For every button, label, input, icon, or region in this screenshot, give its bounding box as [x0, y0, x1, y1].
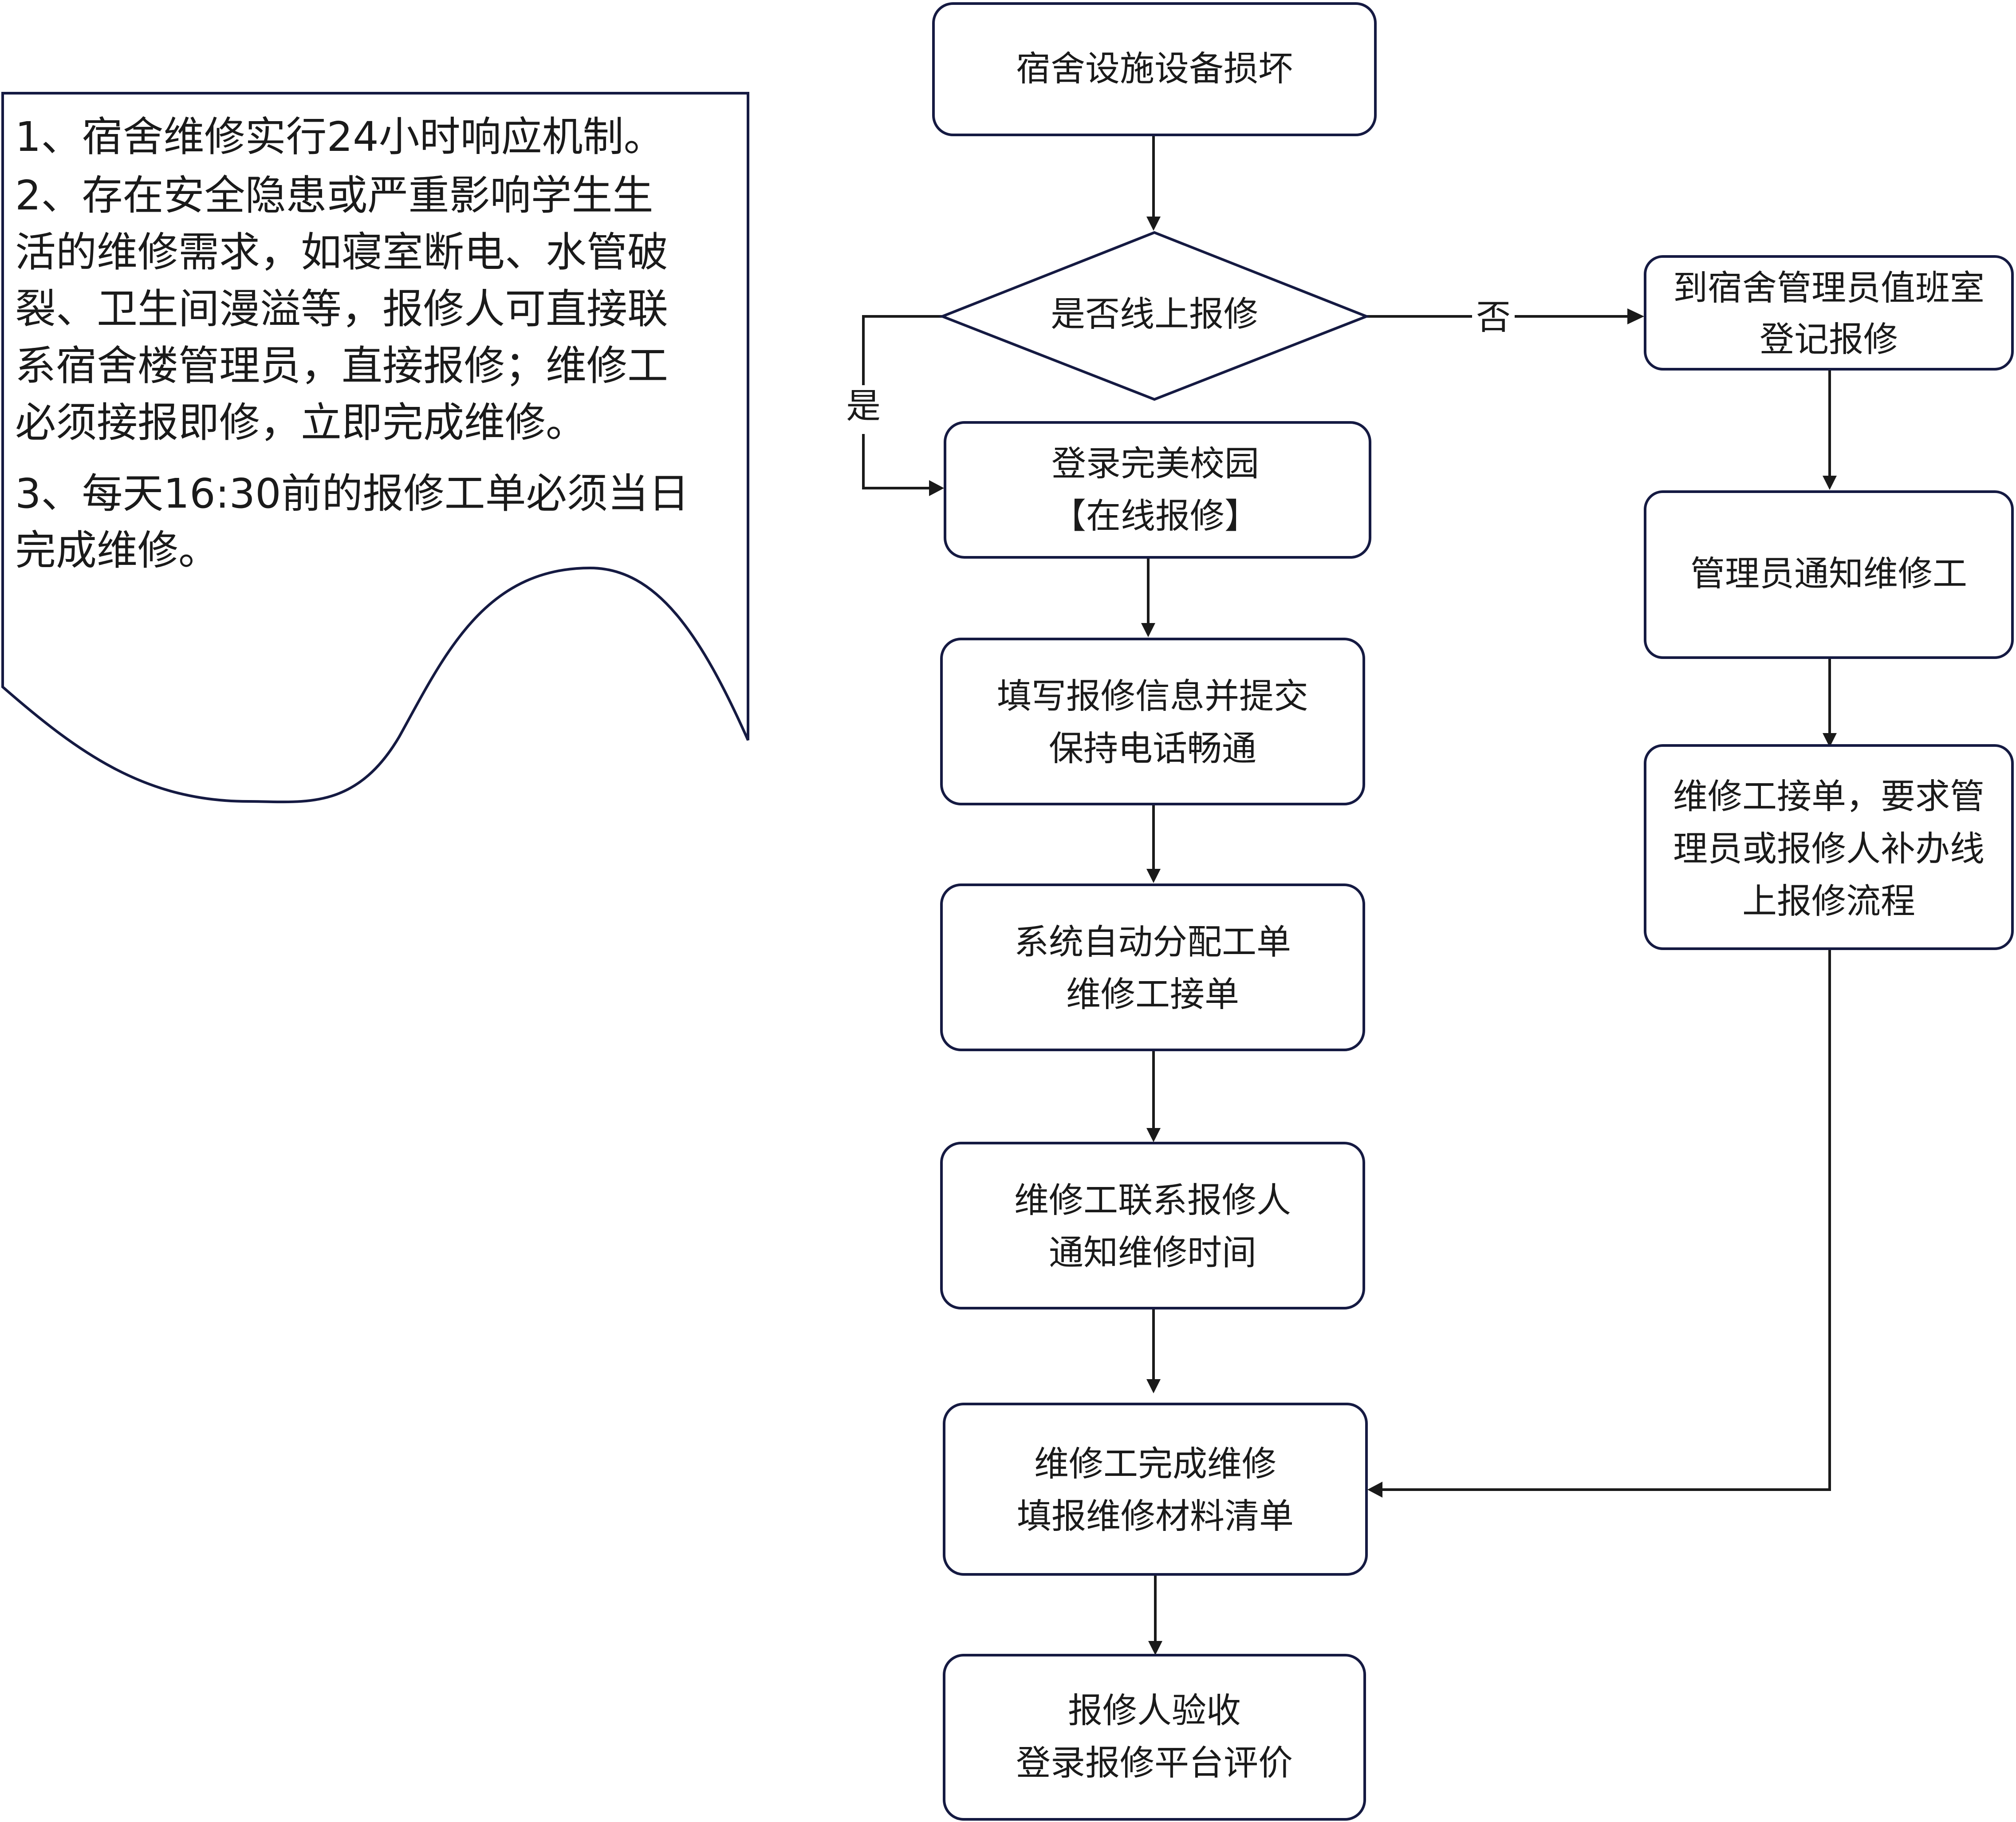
node-complete-label: 维修工完成维修	[1034, 1444, 1276, 1484]
node-fill-info-shape	[940, 638, 1365, 805]
node-worker-accept-label: 维修工接单，要求管	[1673, 777, 1984, 816]
arrowhead-icon	[1627, 308, 1644, 324]
edge-worker-to-complete	[1382, 950, 1831, 1491]
node-notify-worker: 管理员通知维修工	[1644, 490, 2014, 659]
node-offline-register: 到宿舍管理员值班室 登记报修	[1644, 255, 2014, 371]
edge-label-no: 否	[1476, 297, 1511, 337]
note-line: 必须接报即修，立即完成维修。	[15, 399, 587, 446]
node-accept-shape	[943, 1654, 1366, 1821]
node-online-login-label: 【在线报修】	[1051, 496, 1259, 536]
arrowhead-icon	[1141, 623, 1155, 637]
node-online-login: 登录完美校园 【在线报修】	[944, 421, 1371, 559]
node-worker-accept: 维修工接单，要求管 理员或报修人补办线 上报修流程	[1644, 744, 2014, 950]
node-notify-worker-shape	[1644, 490, 2014, 659]
arrowhead-icon	[1146, 869, 1161, 883]
note-line: 完成维修。	[15, 527, 219, 574]
node-start: 宿舍设施设备损坏	[932, 2, 1377, 136]
node-start-shape	[932, 2, 1377, 136]
node-accept-label: 登录报修平台评价	[1016, 1743, 1293, 1783]
node-worker-accept-label: 理员或报修人补办线	[1673, 829, 1984, 869]
arrowhead-icon	[1146, 217, 1161, 231]
note-line: 1、宿舍维修实行24小时响应机制。	[15, 113, 665, 161]
node-auto-assign: 系统自动分配工单 维修工接单	[940, 883, 1365, 1051]
node-contact-label: 维修工联系报修人	[1014, 1180, 1291, 1220]
edge-label-bg	[847, 385, 879, 434]
arrowhead-icon	[1367, 1482, 1382, 1498]
node-worker-accept-shape	[1644, 744, 2014, 950]
edges: 是 否	[846, 135, 1837, 1655]
node-online-login-shape	[944, 421, 1371, 559]
node-offline-register-shape	[1644, 255, 2014, 371]
node-start-label: 宿舍设施设备损坏	[1016, 49, 1293, 89]
node-contact-label: 通知维修时间	[1049, 1233, 1256, 1273]
node-accept-label: 报修人验收	[1068, 1691, 1241, 1731]
node-complete-label: 填报维修材料清单	[1017, 1496, 1294, 1536]
arrowhead-icon	[1146, 1379, 1161, 1393]
arrowhead-icon	[1146, 1128, 1161, 1142]
node-fill-info-label: 填写报修信息并提交	[997, 676, 1308, 716]
note-line: 3、每天16:30前的报修工单必须当日	[15, 470, 689, 517]
node-fill-info: 填写报修信息并提交 保持电话畅通	[940, 638, 1365, 805]
arrowhead-icon	[929, 480, 944, 496]
node-offline-register-label: 到宿舍管理员值班室	[1673, 268, 1984, 308]
node-fill-info-label: 保持电话畅通	[1049, 729, 1256, 769]
note-line: 活的维修需求，如寝室断电、水管破	[15, 229, 668, 276]
node-worker-accept-label: 上报修流程	[1742, 881, 1915, 921]
node-online-login-label: 登录完美校园	[1051, 444, 1259, 484]
node-accept: 报修人验收 登录报修平台评价	[943, 1654, 1366, 1821]
node-auto-assign-label: 维修工接单	[1066, 974, 1239, 1014]
node-notify-worker-label: 管理员通知维修工	[1690, 554, 1967, 594]
node-complete-shape	[943, 1403, 1368, 1576]
node-complete: 维修工完成维修 填报维修材料清单	[943, 1403, 1368, 1576]
note-document: 1、宿舍维修实行24小时响应机制。 2、存在安全隐患或严重影响学生生 活的维修需…	[1, 92, 749, 804]
node-auto-assign-label: 系统自动分配工单	[1014, 922, 1291, 962]
node-contact-shape	[940, 1142, 1365, 1309]
arrowhead-icon	[1823, 733, 1837, 747]
edge-label-bg	[1472, 293, 1515, 342]
arrowhead-icon	[1148, 1641, 1162, 1655]
note-document-shape	[1, 92, 749, 804]
node-contact: 维修工联系报修人 通知维修时间	[940, 1142, 1365, 1309]
note-line: 2、存在安全隐患或严重影响学生生	[15, 172, 654, 219]
node-auto-assign-shape	[940, 883, 1365, 1051]
node-decision: 是否线上报修	[938, 231, 1370, 401]
note-line: 系宿舍楼管理员，直接报修；维修工	[15, 342, 668, 390]
node-offline-register-label: 登记报修	[1760, 319, 1898, 359]
node-decision-shape	[938, 231, 1370, 401]
note-line: 裂、卫生间漫溢等，报修人可直接联	[15, 285, 668, 333]
edge-label-yes: 是	[846, 386, 881, 426]
node-decision-label: 是否线上报修	[1051, 294, 1258, 334]
arrowhead-icon	[1823, 476, 1837, 490]
